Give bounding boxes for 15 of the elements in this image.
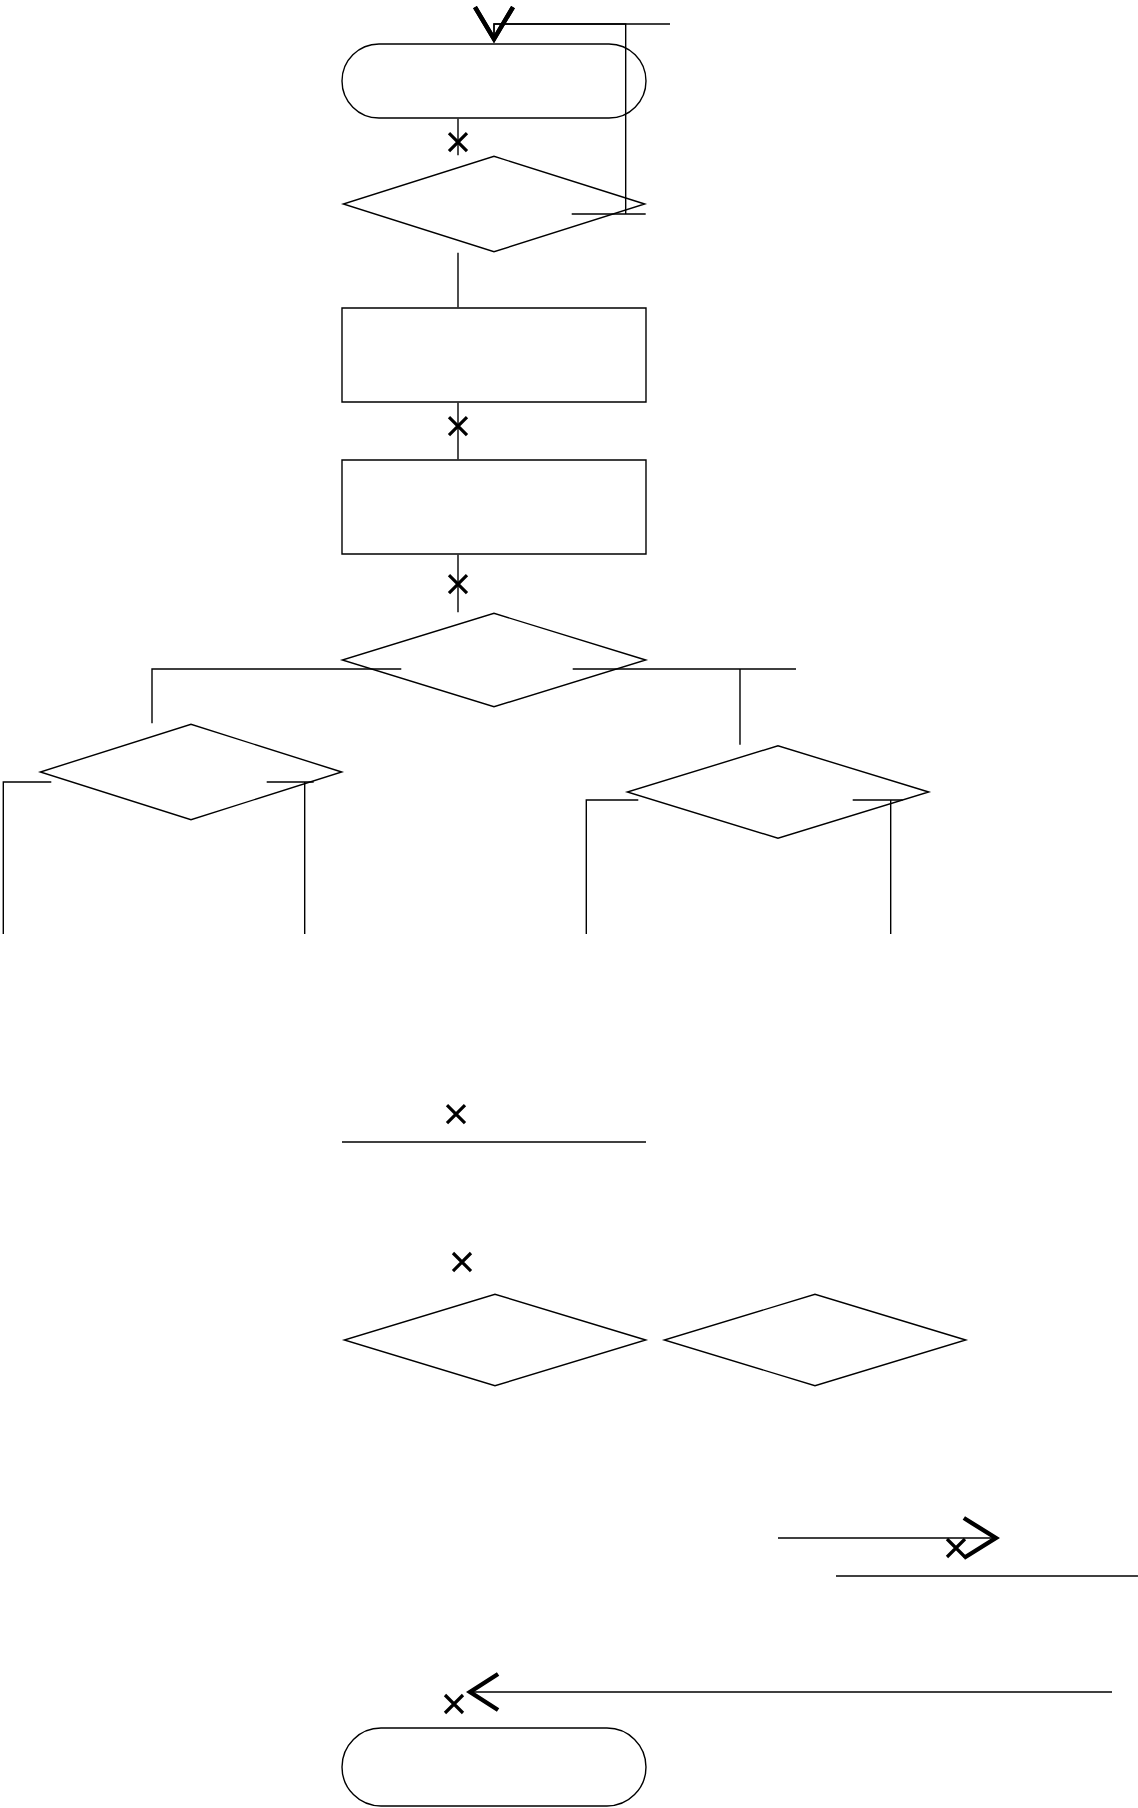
connector-line <box>585 799 639 935</box>
connector-line <box>852 799 904 935</box>
connector-line <box>266 781 315 935</box>
connector-line <box>457 118 459 156</box>
terminal-box <box>341 43 647 119</box>
connector-line <box>572 668 797 746</box>
connector-line <box>2 781 52 935</box>
connector-line <box>457 554 459 613</box>
terminal-box <box>341 1727 647 1807</box>
connector-line <box>151 668 402 724</box>
connector-line <box>457 402 459 460</box>
arrow <box>473 5 647 215</box>
process-box <box>341 307 647 403</box>
connector-line <box>457 252 459 308</box>
process-box <box>341 459 647 555</box>
